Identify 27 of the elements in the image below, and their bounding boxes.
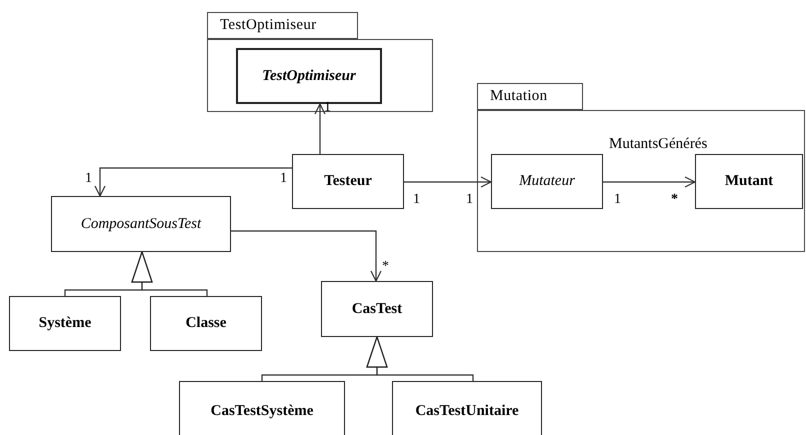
multiplicity-label: 1 <box>324 101 331 115</box>
class-box: CasTestUnitaire <box>392 381 542 435</box>
multiplicity-label: 1 <box>280 172 287 186</box>
multiplicity-label: * <box>382 260 389 274</box>
association-arrow <box>603 176 696 188</box>
association-arrow <box>404 176 492 188</box>
package-tab: Mutation <box>477 83 583 110</box>
multiplicity-label: * <box>671 193 678 207</box>
inheritance-arrow <box>131 251 208 296</box>
class-box: Mutant <box>695 154 803 209</box>
class-box: ComposantSousTest <box>51 196 231 252</box>
class-box: CasTestSystème <box>179 381 345 435</box>
class-box: TestOptimiseur <box>236 48 382 104</box>
multiplicity-label: 1 <box>466 193 473 207</box>
class-box: Système <box>9 296 121 351</box>
multiplicity-label: 1 <box>85 172 92 186</box>
association-arrow <box>231 230 382 282</box>
multiplicity-label: 1 <box>614 193 621 207</box>
class-box: Classe <box>150 296 262 351</box>
multiplicity-label: 1 <box>413 193 420 207</box>
association-arrow <box>314 103 326 154</box>
class-box: CasTest <box>321 281 433 337</box>
class-box: Testeur <box>292 154 404 209</box>
association-arrow <box>94 167 292 197</box>
inheritance-arrow <box>366 336 474 381</box>
package-tab: TestOptimiseur <box>207 12 358 39</box>
class-box: Mutateur <box>491 154 603 209</box>
